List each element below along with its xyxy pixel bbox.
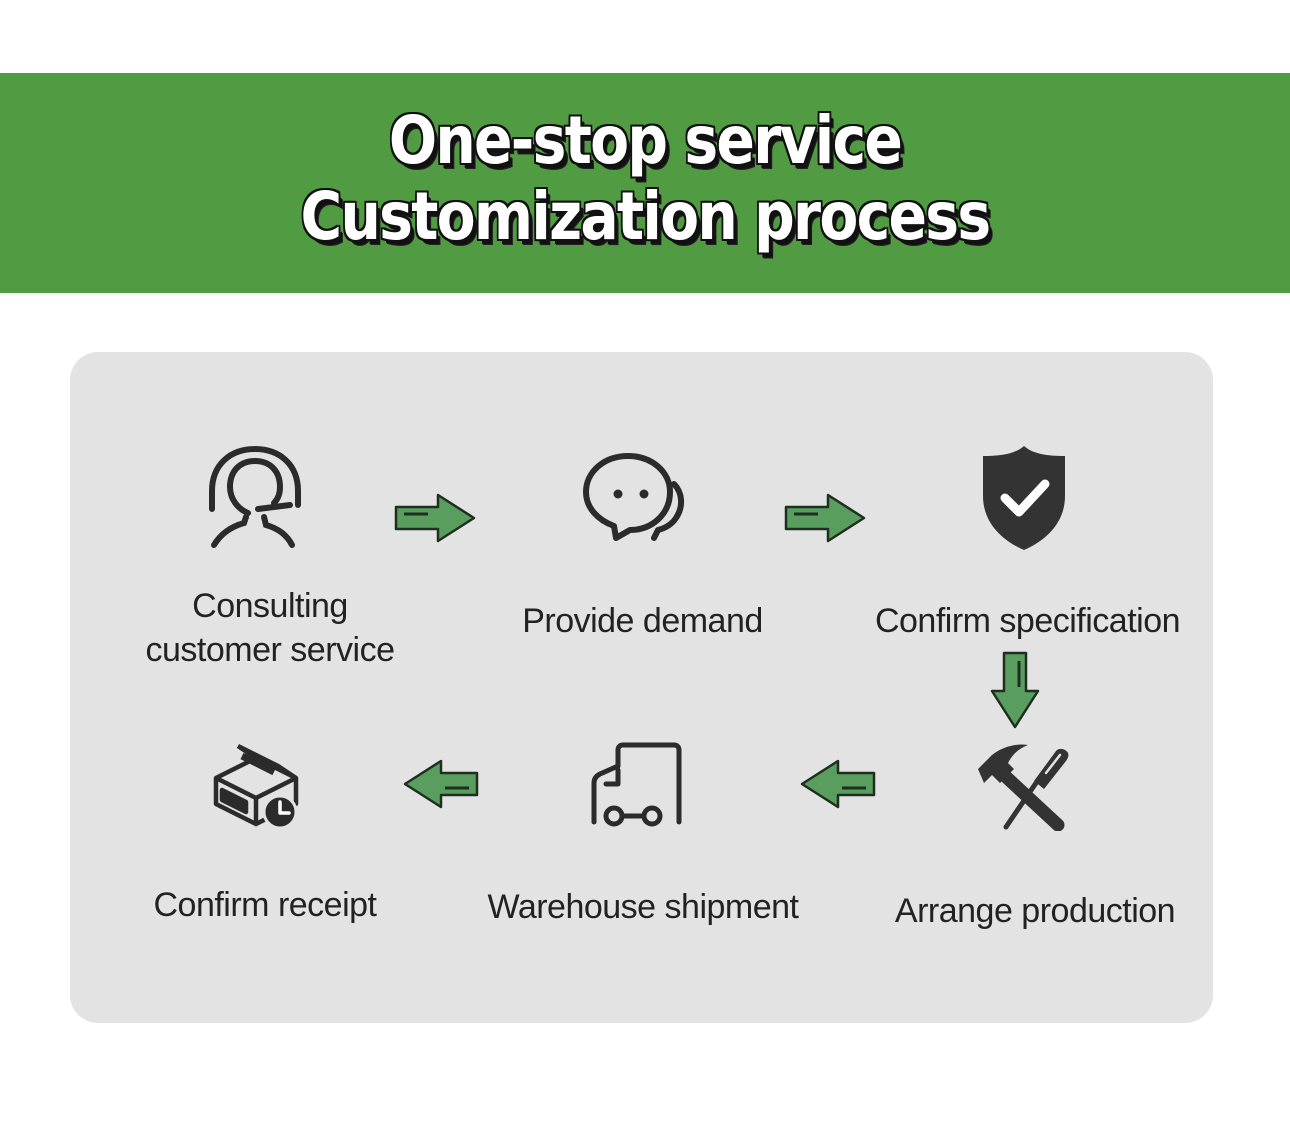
step-label-consulting: Consulting customer service — [130, 584, 410, 672]
step-label-arrange-production: Arrange production — [894, 892, 1176, 930]
step-label-line-1: Consulting — [192, 587, 348, 625]
header-banner — [0, 73, 1290, 293]
hammer-screwdriver-icon — [974, 743, 1074, 831]
title-line-1: One-stop service — [388, 102, 903, 179]
chat-bubbles-icon — [580, 450, 690, 545]
arrow-left-icon — [403, 759, 479, 809]
arrow-right-icon — [394, 493, 476, 543]
delivery-truck-icon — [588, 742, 684, 832]
step-label-provide-demand: Provide demand — [522, 602, 763, 640]
arrow-left-icon — [800, 759, 876, 809]
arrow-down-icon — [990, 651, 1040, 729]
step-label-warehouse-shipment: Warehouse shipment — [487, 888, 799, 926]
arrow-right-icon — [784, 493, 866, 543]
title-line-2: Customization process — [300, 178, 992, 255]
page-title: One-stop service Customization process — [90, 103, 1199, 255]
package-clock-icon — [212, 742, 302, 832]
step-label-confirm-specification: Confirm specification — [874, 602, 1181, 640]
step-label-line-2: customer service — [145, 631, 395, 669]
step-label-confirm-receipt: Confirm receipt — [153, 886, 377, 924]
headset-support-icon — [200, 443, 310, 553]
shield-check-icon — [981, 444, 1067, 552]
